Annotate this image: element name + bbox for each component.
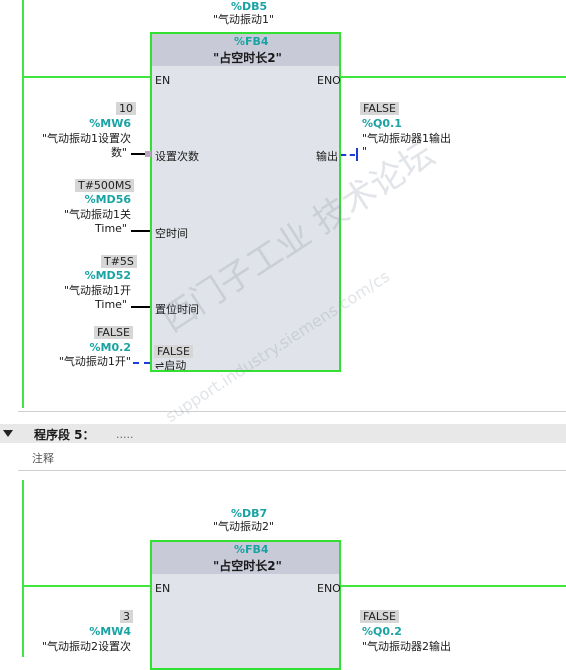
pin-eno-2[interactable]: ENO: [317, 582, 341, 595]
block-title: "占空时长2": [213, 51, 282, 65]
in1-name-cont[interactable]: 数": [110, 146, 127, 159]
pin-start-value: FALSE: [154, 345, 193, 358]
pin-set-time[interactable]: 置位时间: [155, 303, 199, 316]
in3-wire: [131, 306, 150, 308]
segment-comment[interactable]: 注释: [32, 452, 54, 465]
in2-name[interactable]: "气动振动1关: [63, 208, 131, 221]
power-rail-left-2: [22, 480, 24, 657]
segment-title: 程序段 5：: [34, 428, 95, 442]
block-fb-address: %FB4: [234, 35, 269, 48]
out1-name-2[interactable]: "气动振动器2输出: [362, 640, 452, 653]
in1-value-2: 3: [120, 610, 133, 623]
in1-wire: [131, 153, 150, 155]
in3-name-cont[interactable]: Time": [95, 298, 127, 311]
in1-connector: [145, 151, 151, 157]
segment-divider-top: [18, 411, 566, 412]
collapse-triangle-icon[interactable]: [3, 430, 13, 437]
segment-divider-bottom: [18, 470, 566, 471]
segment-title-dots[interactable]: .....: [116, 428, 134, 441]
pin-start[interactable]: ⇌启动: [155, 359, 186, 372]
in4-value: FALSE: [94, 326, 133, 339]
power-rail-eno-2: [341, 585, 566, 587]
in1-name[interactable]: "气动振动1设置次: [41, 132, 131, 145]
in1-name-2[interactable]: "气动振动2设置次: [41, 640, 131, 653]
function-block-2[interactable]: %FB4 "占空时长2" EN ENO: [150, 540, 341, 670]
segment-header[interactable]: [0, 424, 566, 443]
pin-en[interactable]: EN: [155, 74, 171, 87]
out1-value-2: FALSE: [360, 610, 399, 623]
out1-wire-end: [356, 148, 358, 161]
pin-eno[interactable]: ENO: [317, 74, 341, 87]
in1-address[interactable]: %MW6: [89, 117, 131, 130]
in4-address[interactable]: %M0.2: [89, 341, 131, 354]
out1-name-cont[interactable]: ": [362, 145, 368, 158]
power-rail-eno-1: [341, 76, 566, 78]
out1-value: FALSE: [360, 102, 399, 115]
in2-name-cont[interactable]: Time": [95, 222, 127, 235]
pin-en-2[interactable]: EN: [155, 582, 171, 595]
function-block-1[interactable]: %FB4 "占空时长2" EN ENO 设置次数 输出 空时间 置位时间 FAL…: [150, 32, 341, 372]
pin-set-count[interactable]: 设置次数: [155, 150, 199, 163]
in1-address-2[interactable]: %MW4: [89, 625, 131, 638]
pin-output[interactable]: 输出: [316, 150, 338, 163]
in4-name[interactable]: "气动振动1开": [58, 355, 131, 368]
power-rail-en-2: [22, 585, 150, 587]
block-fb-address-2: %FB4: [234, 543, 269, 556]
in3-address[interactable]: %MD52: [84, 269, 131, 282]
instance-db-address[interactable]: %DB5: [231, 0, 268, 13]
instance-db-name[interactable]: "气动振动1": [213, 13, 275, 26]
instance-db-address-2[interactable]: %DB7: [231, 507, 268, 520]
pin-off-time[interactable]: 空时间: [155, 227, 188, 240]
edge-icon: ⇌: [155, 359, 165, 372]
out1-name[interactable]: "气动振动器1输出: [362, 132, 452, 145]
in2-wire: [131, 230, 150, 232]
out1-address[interactable]: %Q0.1: [362, 117, 402, 130]
in3-name[interactable]: "气动振动1开: [63, 284, 131, 297]
out1-address-2[interactable]: %Q0.2: [362, 625, 402, 638]
in2-value: T#500MS: [75, 179, 135, 192]
power-rail-en-1: [22, 76, 150, 78]
in3-value: T#5S: [101, 255, 137, 268]
pin-start-label: 启动: [164, 359, 187, 372]
power-rail-left-1: [22, 0, 24, 408]
in1-value: 10: [116, 102, 136, 115]
instance-db-name-2[interactable]: "气动振动2": [213, 520, 275, 533]
block-header-2: [152, 542, 339, 574]
block-header: [152, 34, 339, 66]
in4-wire: [133, 362, 150, 364]
block-title-2: "占空时长2": [213, 559, 282, 573]
out1-wire: [341, 154, 355, 156]
in2-address[interactable]: %MD56: [84, 193, 131, 206]
